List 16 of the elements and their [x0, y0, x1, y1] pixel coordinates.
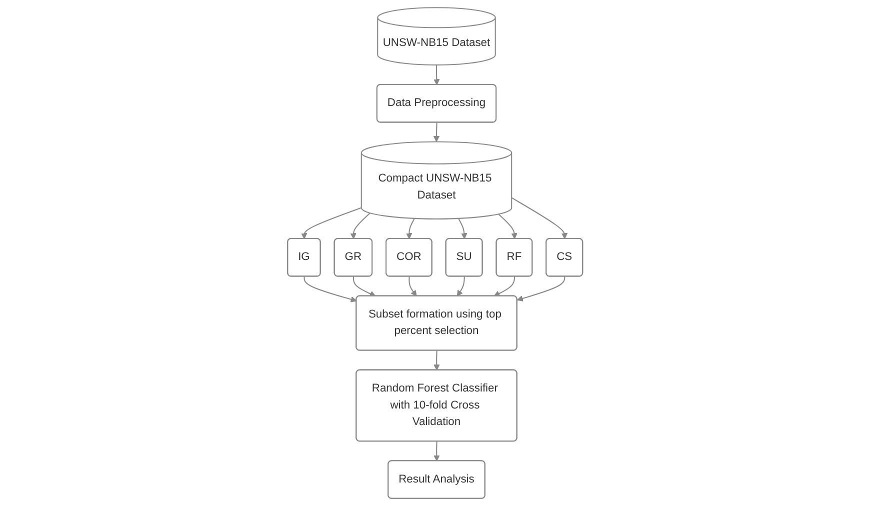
arrow [300, 207, 362, 240]
arrow [516, 276, 566, 302]
arrow [511, 197, 568, 240]
arrow [433, 122, 440, 142]
arrow [433, 64, 440, 86]
arrow [456, 276, 465, 296]
arrow [350, 212, 370, 240]
arrow [433, 350, 440, 370]
arrow [408, 276, 417, 296]
arrow [304, 276, 357, 302]
arrow [498, 214, 518, 240]
arrow [433, 441, 440, 462]
arrow [406, 218, 415, 240]
arrow [458, 218, 468, 240]
arrow [352, 276, 376, 297]
arrow [494, 276, 515, 296]
